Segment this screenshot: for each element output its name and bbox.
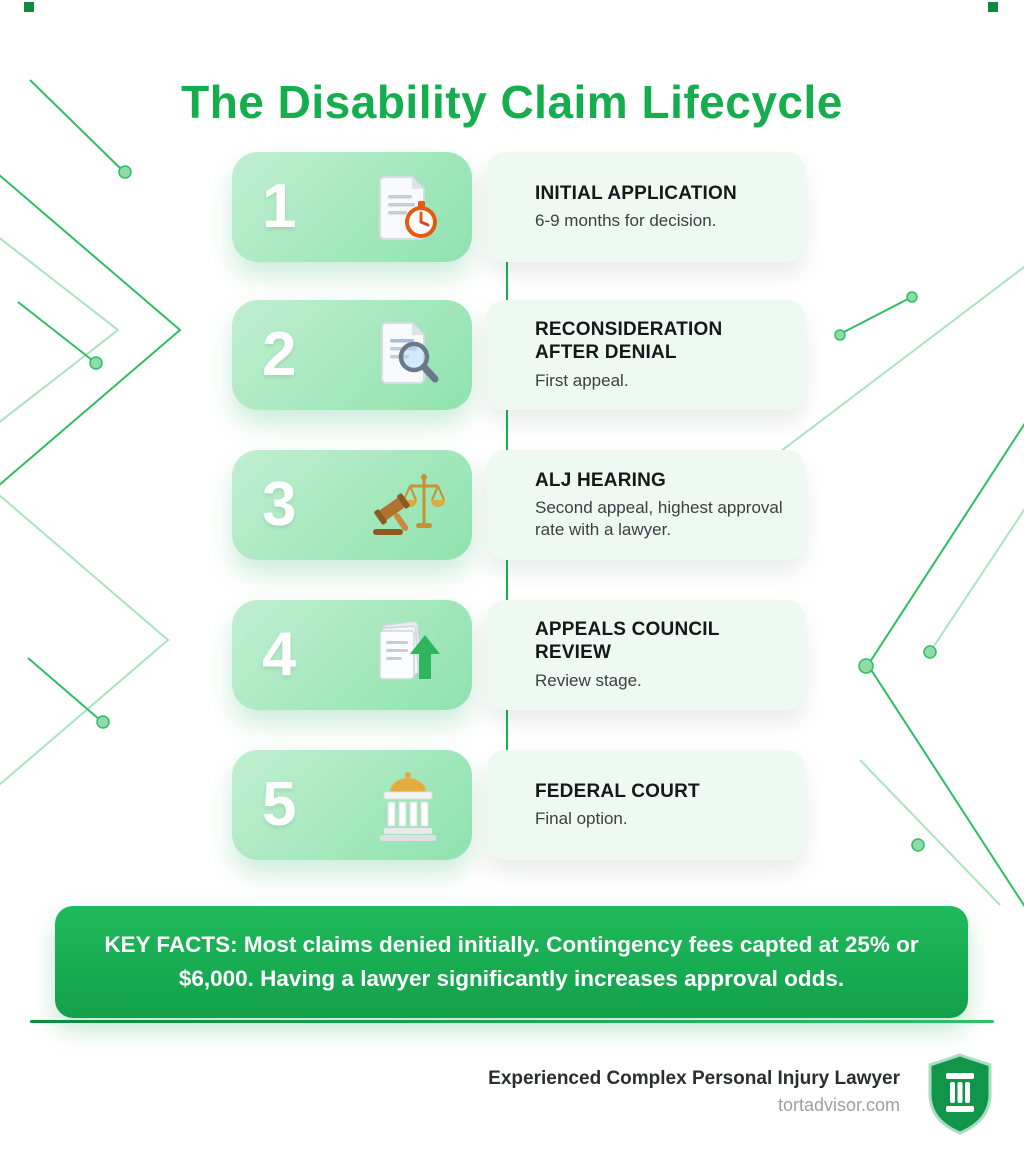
key-facts-text: Most claims denied initially. Contingenc… bbox=[178, 932, 919, 991]
step-description: Review stage. bbox=[535, 671, 642, 691]
step-row-3: 3 bbox=[232, 450, 812, 560]
step-number: 3 bbox=[262, 470, 297, 539]
step-card: ALJ HEARING Second appeal, highest appro… bbox=[487, 450, 805, 560]
step-card: RECONSIDERATION AFTER DENIAL First appea… bbox=[487, 300, 805, 410]
courthouse-icon bbox=[368, 765, 448, 845]
step-number: 1 bbox=[262, 172, 297, 241]
step-title: RECONSIDERATION AFTER DENIAL bbox=[535, 318, 723, 364]
footer-tagline: Experienced Complex Personal Injury Lawy… bbox=[488, 1068, 900, 1089]
step-number-box: 5 bbox=[232, 750, 472, 860]
documents-up-arrow-icon bbox=[368, 615, 448, 695]
step-row-2: 2 RECONSIDERATION AFTER DENIAL F bbox=[232, 300, 812, 410]
step-title: ALJ HEARING bbox=[535, 469, 666, 491]
step-description: Final option. bbox=[535, 809, 628, 829]
step-row-1: 1 bbox=[232, 152, 812, 262]
step-row-5: 5 FEDERAL COUR bbox=[232, 750, 812, 860]
step-description: First appeal. bbox=[535, 371, 629, 391]
step-number-box: 3 bbox=[232, 450, 472, 560]
step-number-box: 1 bbox=[232, 152, 472, 262]
step-card: INITIAL APPLICATION 6-9 months for decis… bbox=[487, 152, 805, 262]
step-row-4: 4 APPEALS COUNCIL REVIEW Review bbox=[232, 600, 812, 710]
step-card: FEDERAL COURT Final option. bbox=[487, 750, 805, 860]
gavel-scales-icon bbox=[368, 465, 448, 545]
step-title: FEDERAL COURT bbox=[535, 780, 700, 802]
step-title: APPEALS COUNCIL REVIEW bbox=[535, 618, 720, 664]
step-description: Second appeal, highest approval rate wit… bbox=[535, 498, 783, 540]
step-title: INITIAL APPLICATION bbox=[535, 182, 737, 204]
footer-text-block: Experienced Complex Personal Injury Lawy… bbox=[488, 1068, 900, 1116]
step-number-box: 4 bbox=[232, 600, 472, 710]
step-number: 4 bbox=[262, 620, 297, 689]
key-facts-label: KEY FACTS: bbox=[104, 932, 238, 957]
page-title: The Disability Claim Lifecycle bbox=[181, 75, 843, 128]
document-stopwatch-icon bbox=[368, 167, 448, 247]
shield-pillar-icon bbox=[924, 1052, 996, 1136]
key-facts-banner: KEY FACTS: Most claims denied initially.… bbox=[55, 906, 968, 1018]
step-number-box: 2 bbox=[232, 300, 472, 410]
document-magnifier-icon bbox=[368, 315, 448, 395]
step-number: 5 bbox=[262, 770, 297, 839]
footer-website: tortadvisor.com bbox=[777, 1095, 900, 1115]
footer-divider bbox=[30, 1020, 994, 1023]
step-description: 6-9 months for decision. bbox=[535, 211, 717, 231]
step-number: 2 bbox=[262, 320, 297, 389]
step-card: APPEALS COUNCIL REVIEW Review stage. bbox=[487, 600, 805, 710]
